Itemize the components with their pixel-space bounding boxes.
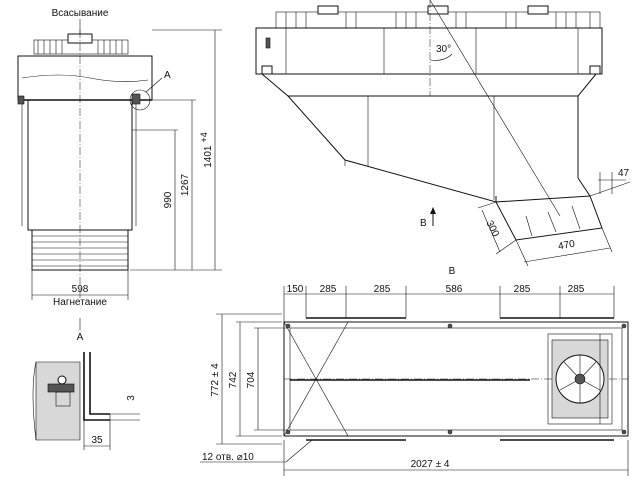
dim-duct-width: 470 — [557, 239, 576, 253]
dim-plan-h-mid: 742 — [228, 371, 239, 388]
holes-callout: 12 отв. ⌀10 — [202, 452, 254, 463]
up-arrow-icon — [430, 207, 436, 226]
suction-label: Всасывание — [52, 8, 109, 19]
mounting-holes — [285, 323, 627, 435]
fan-icon — [547, 333, 613, 425]
dim-front-h-low: 990 — [163, 191, 174, 208]
dim-spacing-4: 586 — [446, 284, 463, 295]
dim-spacing-2: 285 — [320, 284, 337, 295]
view-a-callout: А — [164, 70, 171, 81]
fan-guards — [285, 5, 591, 28]
dim-duct-lip: 47 — [618, 168, 630, 179]
dim-plan-length: 2027 ± 4 — [411, 459, 450, 470]
dim-spacing-3: 285 — [374, 284, 391, 295]
louvers — [32, 235, 128, 267]
dim-spacing-1: 150 — [287, 284, 304, 295]
dim-detail-thickness: 3 — [126, 395, 137, 401]
detail-a-view: А 35 3 — [32, 318, 140, 450]
dim-duct-depth: 300 — [483, 219, 501, 239]
dim-plan-h-inner: 704 — [246, 371, 257, 388]
side-view: 30° 300 470 47 В — [255, 0, 631, 267]
view-a-title: А — [77, 332, 84, 343]
front-view: Всасывание А — [17, 8, 222, 308]
discharge-label: Нагнетание — [53, 297, 107, 308]
dim-spacing-6: 285 — [568, 284, 585, 295]
plan-view: В 150 285 285 586 285 285 — [200, 266, 629, 476]
dim-detail-width: 35 — [91, 435, 103, 446]
dim-plan-h-total: 772 ± 4 — [210, 363, 221, 397]
dim-angle: 30° — [436, 44, 451, 55]
dim-front-width: 598 — [72, 284, 89, 295]
dim-front-h-mid: 1267 — [180, 173, 191, 196]
dim-spacing-5: 285 — [514, 284, 531, 295]
view-b-arrow-label: В — [420, 218, 427, 229]
view-b-title: В — [449, 266, 456, 277]
dim-front-h-total: 1401+4 — [199, 132, 214, 168]
